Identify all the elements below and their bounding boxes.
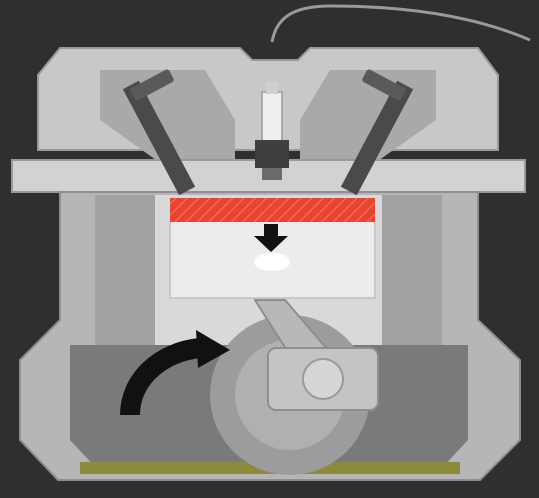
wrist-pin xyxy=(254,253,290,271)
crank-pin xyxy=(303,359,343,399)
combustion-chamber xyxy=(170,198,375,222)
